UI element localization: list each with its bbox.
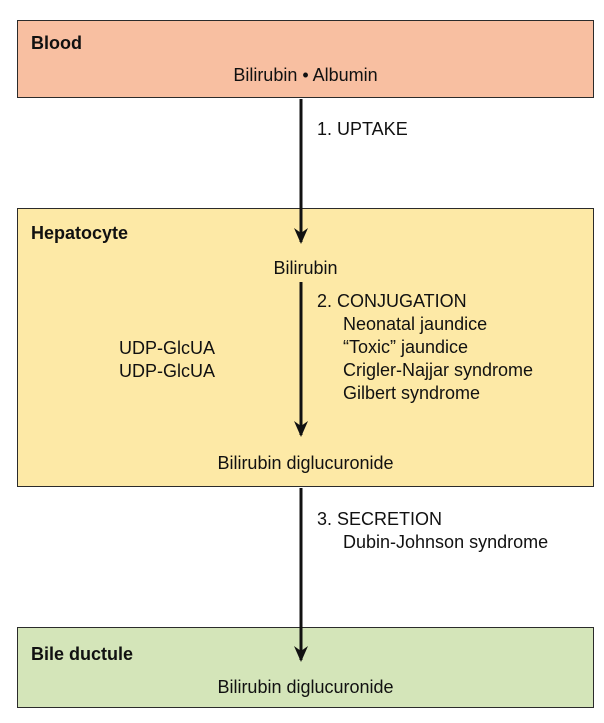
secretion-arrowhead [294,646,308,662]
hepatocyte-box: Hepatocyte Bilirubin Bilirubin diglucuro… [17,208,594,487]
bile-ductule-title: Bile ductule [31,644,134,664]
hepatocyte-bilirubin: Bilirubin [273,258,338,278]
condition-neonatal-jaundice: Neonatal jaundice [343,314,488,334]
blood-box: Blood Bilirubin • Albumin [17,20,594,98]
secretion-label: 3. SECRETION [317,509,443,529]
condition-toxic-jaundice: “Toxic” jaundice [343,337,469,357]
uptake-arrowhead [294,228,308,244]
cofactor-udp-glcua-1: UDP-GlcUA [119,338,216,358]
condition-dubin-johnson: Dubin-Johnson syndrome [343,532,549,552]
hepatocyte-title: Hepatocyte [31,223,129,243]
bile-ductule-box: Bile ductule Bilirubin diglucuronide [17,627,594,708]
conjugation-label: 2. CONJUGATION [317,291,467,311]
blood-title: Blood [31,33,82,53]
condition-crigler-najjar: Crigler-Najjar syndrome [343,360,534,380]
bile-ductule-content: Bilirubin diglucuronide [217,677,394,697]
uptake-label: 1. UPTAKE [317,119,408,139]
condition-gilbert: Gilbert syndrome [343,383,481,403]
blood-content: Bilirubin • Albumin [233,65,378,85]
hepatocyte-bilirubin-diglucuronide: Bilirubin diglucuronide [217,453,394,473]
conjugation-arrowhead [294,421,308,437]
cofactor-udp-glcua-2: UDP-GlcUA [119,361,216,381]
